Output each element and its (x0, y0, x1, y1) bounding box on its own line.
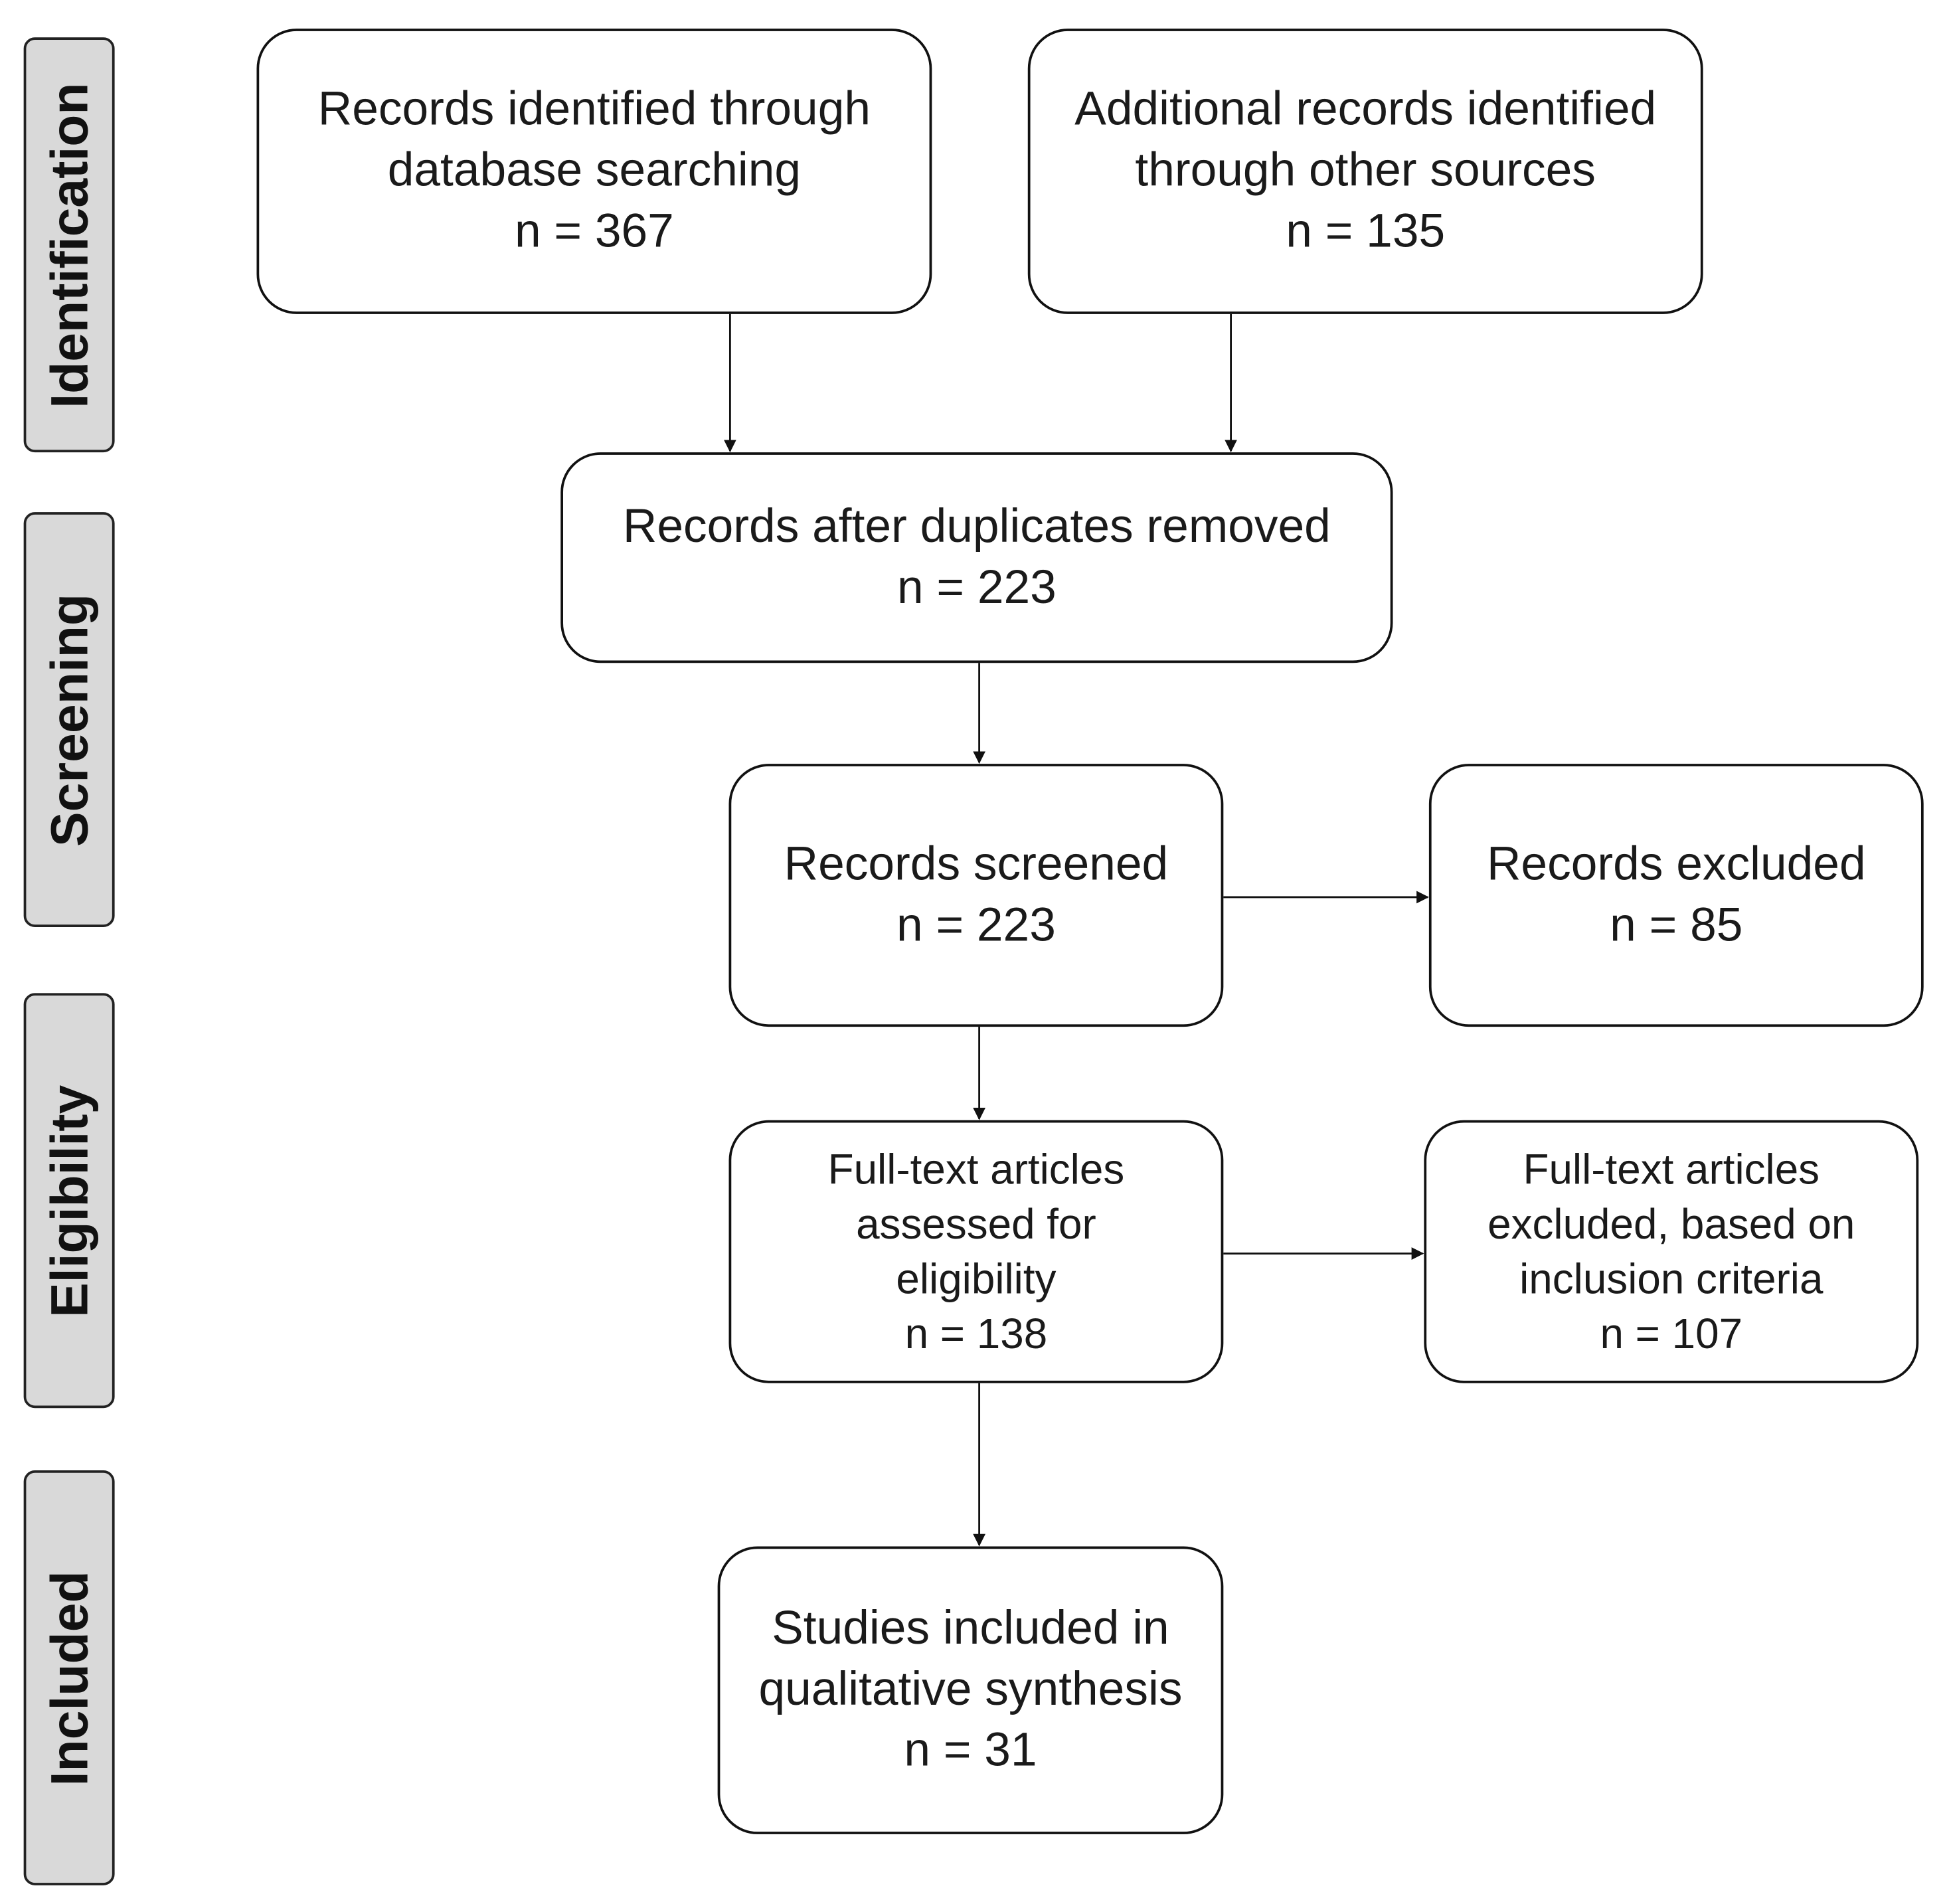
records-other-line1: Additional records identified (1074, 83, 1657, 136)
records-database-box: Records identified through database sear… (256, 29, 932, 314)
records-database-line2: database searching (387, 144, 802, 197)
fulltext-assessed-line1: Full-text articles (827, 1146, 1125, 1193)
records-after-duplicates-box: Records after duplicates removed n = 223 (560, 452, 1393, 663)
phase-screening: Screening (23, 512, 115, 927)
fulltext-assessed-line2: assessed for (856, 1200, 1096, 1249)
records-other-line2: through other sources (1135, 144, 1596, 197)
fulltext-excluded-line2: excluded, based on (1487, 1200, 1855, 1249)
fulltext-assessed-box: Full-text articles assessed for eligibil… (728, 1120, 1224, 1383)
included-line1: Studies included in (772, 1602, 1169, 1655)
fulltext-excluded-line1: Full-text articles (1523, 1146, 1820, 1193)
phase-eligibility: Eligibility (23, 993, 115, 1409)
records-database-count: n = 367 (514, 205, 674, 258)
included-count: n = 31 (904, 1724, 1037, 1777)
screened-line1: Records screened (784, 837, 1169, 891)
excluded-count: n = 85 (1610, 899, 1743, 952)
fulltext-assessed-line3: eligibility (896, 1255, 1057, 1303)
phase-included: Included (23, 1470, 115, 1885)
after-duplicates-count: n = 223 (896, 561, 1057, 614)
fulltext-excluded-count: n = 107 (1600, 1310, 1743, 1358)
after-duplicates-line1: Records after duplicates removed (622, 500, 1331, 553)
included-line2: qualitative synthesis (758, 1663, 1183, 1716)
records-other-count: n = 135 (1286, 205, 1446, 258)
fulltext-assessed-count: n = 138 (904, 1310, 1048, 1358)
screened-count: n = 223 (896, 899, 1056, 952)
records-database-line1: Records identified through (317, 83, 871, 136)
phase-identification: Identification (23, 37, 115, 453)
records-screened-box: Records screened n = 223 (728, 764, 1224, 1027)
records-excluded-box: Records excluded n = 85 (1428, 764, 1924, 1027)
excluded-line1: Records excluded (1486, 837, 1866, 891)
records-other-sources-box: Additional records identified through ot… (1027, 29, 1703, 314)
fulltext-excluded-box: Full-text articles excluded, based on in… (1424, 1120, 1919, 1383)
studies-included-box: Studies included in qualitative synthesi… (717, 1546, 1224, 1834)
fulltext-excluded-line3: inclusion criteria (1519, 1255, 1824, 1303)
